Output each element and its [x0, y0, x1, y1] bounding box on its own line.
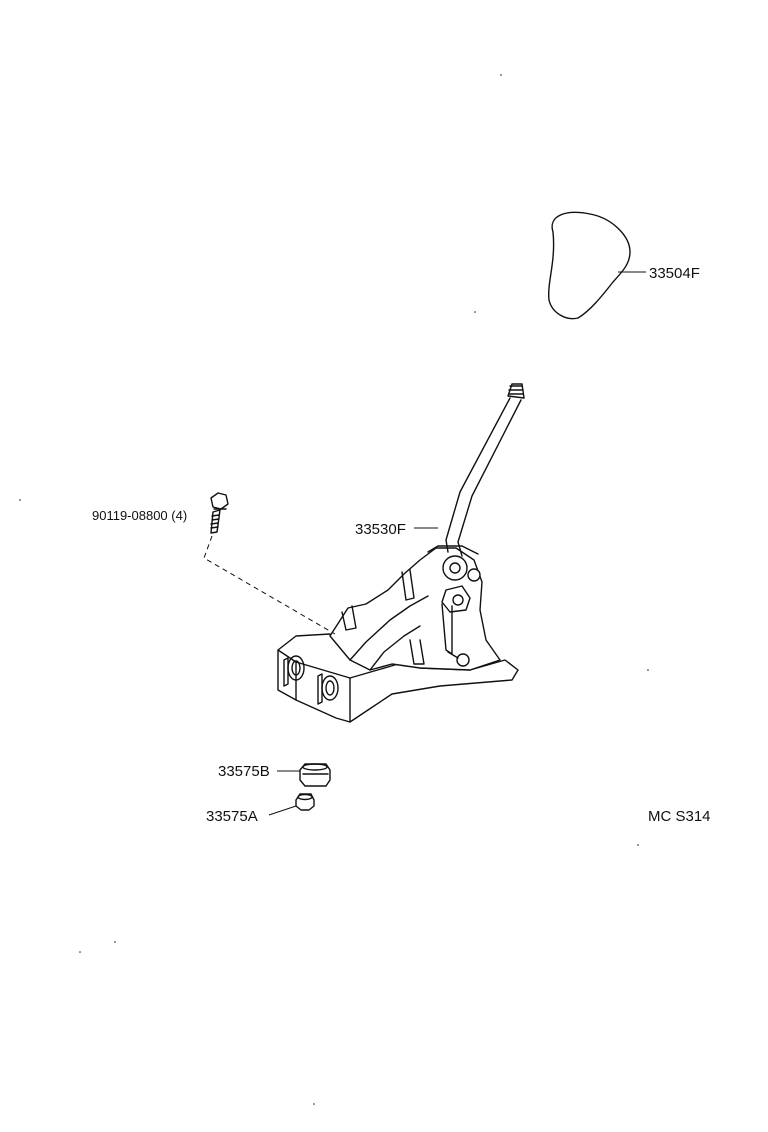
label-bushing-b: 33575B [218, 763, 270, 780]
label-bolt: 90119-08800 (4) [92, 508, 187, 523]
flange-bolt-icon [210, 492, 229, 534]
scan-specks [19, 74, 649, 1105]
label-knob: 33504F [649, 265, 700, 282]
shift-knob-icon [548, 211, 631, 320]
shift-lever-assembly-icon [277, 383, 525, 723]
figure-code: MC S314 [648, 808, 711, 825]
label-lever: 33530F [355, 521, 406, 538]
bushing-icon [295, 793, 315, 811]
bolt-installation-path [203, 535, 336, 635]
leader-bushing-a [268, 805, 297, 816]
bushing-icon [299, 763, 331, 787]
label-bushing-a: 33575A [206, 808, 258, 825]
